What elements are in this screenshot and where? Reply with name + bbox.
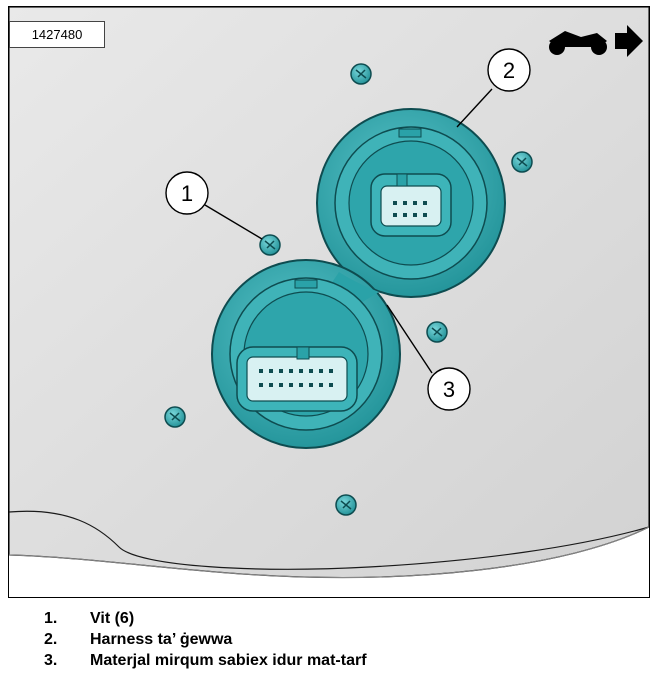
- legend-number: 2.: [44, 631, 58, 648]
- figure-id-label: 1427480: [9, 21, 105, 48]
- callout-1-leader: [204, 204, 263, 240]
- legend-number: 3.: [44, 652, 58, 669]
- legend: 1. Vit (6) 2. Harness ta’ ġewwa 3. Mater…: [44, 608, 644, 671]
- screw-icon: [259, 234, 281, 256]
- screw-icons: [164, 63, 533, 516]
- motorcycle-forward-arrow-icon: [549, 25, 643, 57]
- legend-item: 1. Vit (6): [44, 608, 644, 629]
- svg-text:2: 2: [503, 58, 515, 83]
- legend-text: Materjal mirqum sabiex idur mat-tarf: [90, 652, 367, 669]
- legend-item: 2. Harness ta’ ġewwa: [44, 629, 644, 650]
- screw-icon: [164, 406, 186, 428]
- screw-icon: [350, 63, 372, 85]
- panel-lower-lip: [9, 510, 649, 570]
- diagram-illustration: 1 2 3: [9, 7, 649, 579]
- legend-number: 1.: [44, 610, 58, 627]
- panel-edge: [9, 526, 649, 578]
- screw-icon: [426, 321, 448, 343]
- screw-icon: [511, 151, 533, 173]
- svg-text:1: 1: [181, 181, 193, 206]
- callout-3: 3: [427, 367, 471, 411]
- connector-plate: [211, 108, 506, 449]
- legend-item: 3. Materjal mirqum sabiex idur mat-tarf: [44, 650, 644, 671]
- callout-2-leader: [456, 88, 493, 128]
- callout-3-leader: [386, 304, 433, 374]
- screw-icon: [335, 494, 357, 516]
- svg-text:3: 3: [443, 377, 455, 402]
- legend-text: Harness ta’ ġewwa: [90, 631, 233, 648]
- legend-text: Vit (6): [90, 610, 135, 627]
- callout-1: 1: [165, 171, 209, 215]
- callout-2: 2: [487, 48, 531, 92]
- exploded-diagram: 1 2 3 1427480: [8, 6, 650, 598]
